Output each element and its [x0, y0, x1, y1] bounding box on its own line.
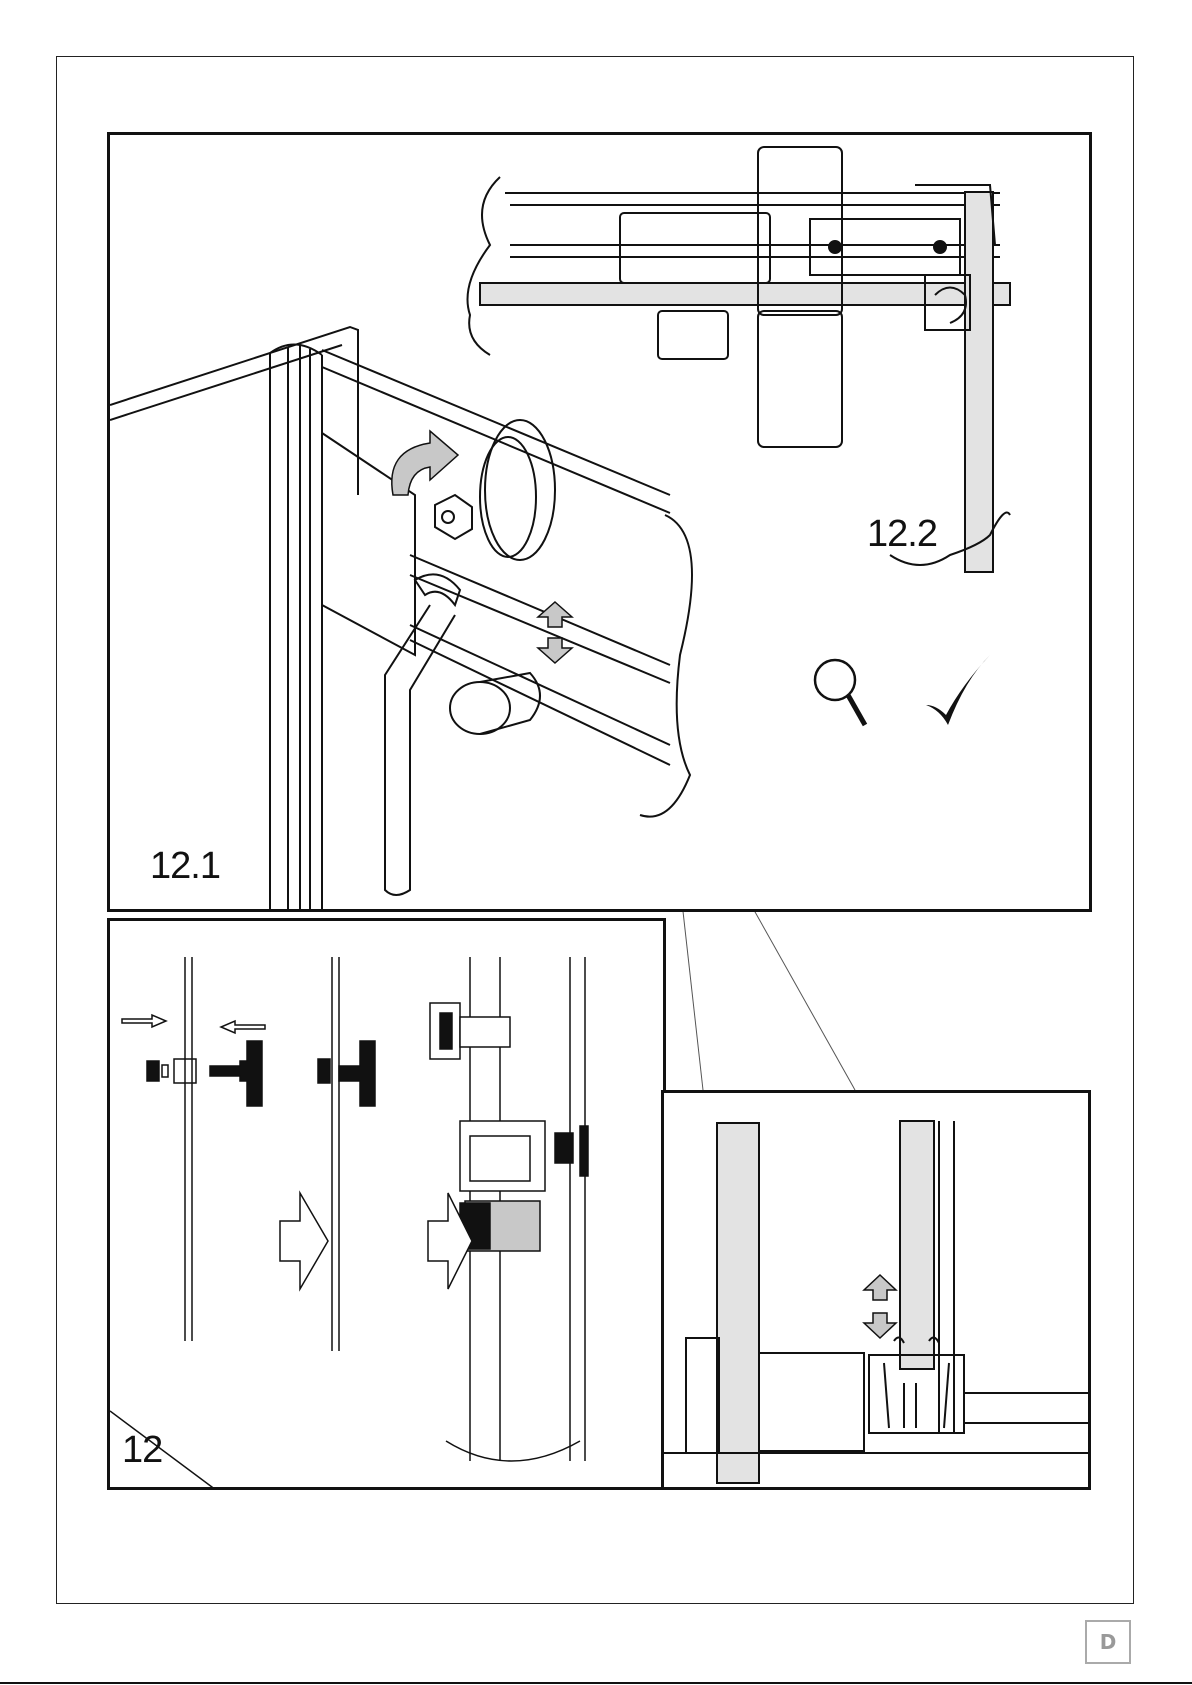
rotate-arrow-icon	[392, 431, 458, 495]
assembly-sequence	[110, 957, 588, 1490]
up-down-arrow-icon	[864, 1275, 896, 1338]
floor-guide-detail	[664, 1121, 1091, 1483]
panel-step-12-1: 12.1 12.2	[107, 132, 1092, 912]
shower-door-illustration	[110, 327, 692, 912]
push-arrow-icon	[122, 1015, 265, 1033]
panel-step-12: 12	[107, 918, 666, 1490]
bottom-rule	[0, 1682, 1192, 1684]
step-label-12: 12	[122, 1429, 162, 1472]
step-label-12-2: 12.2	[867, 513, 937, 556]
check-icon	[926, 655, 990, 725]
page-marker: D	[1085, 1620, 1131, 1664]
next-step-arrow-icon	[280, 1193, 472, 1289]
top-view-inset	[468, 147, 1011, 572]
magnifier-icon	[815, 660, 865, 725]
step-label-12-1: 12.1	[150, 845, 220, 888]
panel-guide-detail	[661, 1090, 1091, 1490]
